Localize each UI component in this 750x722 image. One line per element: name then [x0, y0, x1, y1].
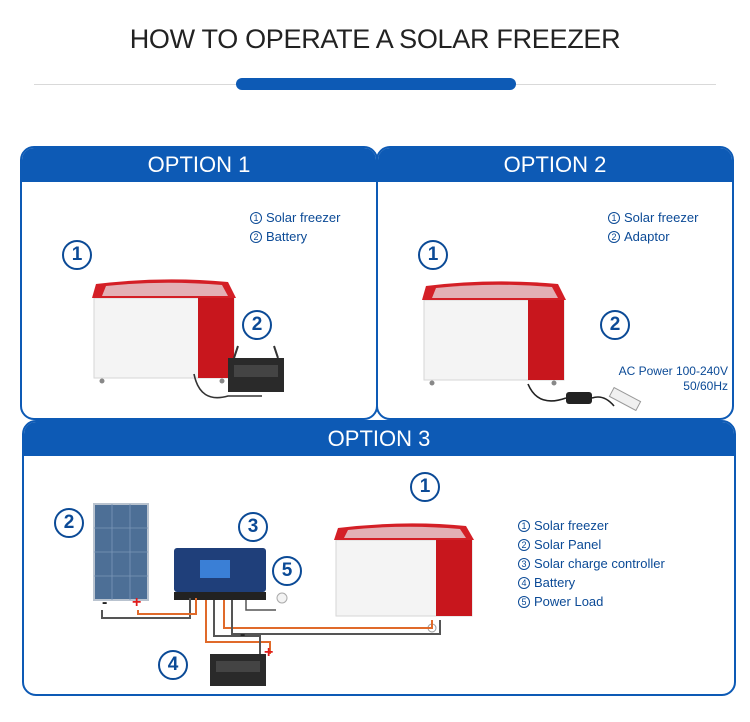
option-3-header: OPTION 3: [24, 422, 734, 456]
marker-solar-panel: 2: [54, 508, 84, 538]
ac-power-label: AC Power 100-240V 50/60Hz: [578, 364, 728, 394]
option-1-panel: OPTION 1 1 Solar freezer 2 Battery 1 2: [20, 146, 378, 420]
solar-panel-minus: -: [102, 594, 108, 611]
legend-label: Solar Panel: [534, 537, 602, 552]
adaptor-icon: [527, 383, 642, 412]
title-accent-bar: [236, 78, 516, 90]
legend-item: 1 Solar freezer: [608, 208, 698, 227]
bulb-icon: [276, 592, 288, 604]
legend-label: Solar freezer: [534, 518, 609, 533]
marker-freezer: 1: [62, 240, 92, 270]
marker-power-load: 5: [272, 556, 302, 586]
option-3-panel: OPTION 3 1 Solar freezer 2 Solar Panel 3…: [22, 420, 736, 696]
legend-item: 4 Battery: [518, 573, 665, 592]
option-1-header: OPTION 1: [22, 148, 376, 182]
legend-label: Solar freezer: [266, 210, 341, 225]
legend-number: 2: [518, 538, 530, 551]
marker-battery: 2: [242, 310, 272, 340]
legend-number: 4: [518, 576, 530, 589]
legend-number: 3: [518, 557, 530, 570]
battery-icon: [210, 654, 266, 686]
solar-panel-plus: +: [132, 594, 142, 611]
legend-number: 1: [608, 211, 620, 224]
page-title: HOW TO OPERATE A SOLAR FREEZER: [129, 24, 621, 54]
power-cable: [193, 373, 262, 399]
legend-item: 3 Solar charge controller: [518, 554, 665, 573]
charge-controller-icon: [174, 548, 266, 600]
legend-label: Adaptor: [624, 229, 670, 244]
legend-item: 2 Solar Panel: [518, 535, 665, 554]
legend-number: 2: [608, 230, 620, 243]
ac-power-frequency: 50/60Hz: [683, 379, 728, 393]
marker-adaptor: 2: [600, 310, 630, 340]
legend-label: Solar charge controller: [534, 556, 665, 571]
legend-label: Solar freezer: [624, 210, 699, 225]
option-2-header: OPTION 2: [378, 148, 732, 182]
legend-item: 1 Solar freezer: [518, 516, 665, 535]
battery-plus: +: [264, 644, 274, 661]
option-2-panel: OPTION 2 1 Solar freezer 2 Adaptor 1 2 A…: [376, 146, 734, 420]
option-2-illustration: [422, 281, 642, 412]
freezer-icon: [334, 523, 474, 633]
option-1-legend: 1 Solar freezer 2 Battery: [250, 208, 340, 246]
legend-item: 1 Solar freezer: [250, 208, 340, 227]
marker-charge-controller: 3: [238, 512, 268, 542]
legend-number: 2: [250, 230, 262, 243]
marker-freezer: 1: [410, 472, 440, 502]
legend-number: 1: [250, 211, 262, 224]
battery-icon: [228, 345, 284, 392]
option-1-illustration: [92, 279, 284, 399]
freezer-icon: [422, 281, 566, 386]
legend-number: 5: [518, 595, 530, 608]
legend-label: Power Load: [534, 594, 604, 609]
legend-item: 5 Power Load: [518, 592, 665, 611]
legend-item: 2 Battery: [250, 227, 340, 246]
option-2-legend: 1 Solar freezer 2 Adaptor: [608, 208, 698, 246]
legend-number: 1: [518, 519, 530, 532]
option-3-legend: 1 Solar freezer 2 Solar Panel 3 Solar ch…: [518, 516, 665, 611]
solar-panel-icon: [93, 503, 149, 601]
freezer-icon: [92, 279, 236, 384]
legend-label: Battery: [266, 229, 308, 244]
marker-battery: 4: [158, 650, 188, 680]
legend-label: Battery: [534, 575, 576, 590]
legend-item: 2 Adaptor: [608, 227, 698, 246]
option-3-illustration: [93, 503, 474, 686]
battery-minus: -: [240, 626, 246, 643]
marker-freezer: 1: [418, 240, 448, 270]
ac-power-voltage: AC Power 100-240V: [618, 364, 728, 378]
